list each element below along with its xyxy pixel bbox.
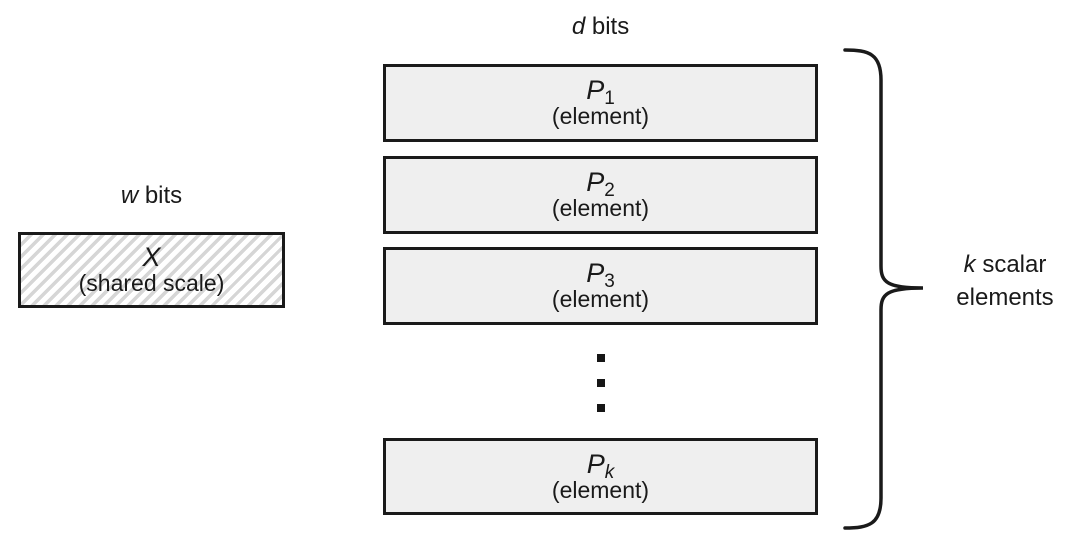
d-var: d xyxy=(571,13,586,40)
p3-sub: 3 xyxy=(604,271,615,292)
pk-sym: P xyxy=(586,448,605,479)
p1-sub: 1 xyxy=(604,88,615,109)
element-p1-symbol: P1 xyxy=(586,75,615,109)
element-p2-symbol: P2 xyxy=(586,167,615,201)
element-p2-caption: (element) xyxy=(551,195,650,221)
ellipsis-dot xyxy=(597,354,605,362)
element-box-pk: Pk (element) xyxy=(383,438,818,515)
p2-sym: P xyxy=(586,167,605,197)
element-p3-caption: (element) xyxy=(551,286,650,312)
ellipsis-dot xyxy=(597,379,605,387)
vertical-ellipsis-icon xyxy=(597,354,605,412)
element-pk-caption: (element) xyxy=(551,476,650,503)
element-box-p3: P3 (element) xyxy=(383,247,818,325)
shared-scale-box: X (shared scale) xyxy=(18,232,285,308)
element-pk-symbol: Pk xyxy=(586,448,615,482)
k-scalar-elements-label: k scalar elements xyxy=(930,248,1080,314)
w-var: w xyxy=(120,182,139,209)
shared-scale-caption: (shared scale) xyxy=(78,270,225,296)
w-bits-label: w bits xyxy=(18,182,285,210)
pk-sub: k xyxy=(604,461,615,483)
elements-line: elements xyxy=(956,284,1054,311)
p2-sub: 2 xyxy=(604,180,615,201)
element-p3-symbol: P3 xyxy=(586,258,615,292)
element-box-p1: P1 (element) xyxy=(383,64,818,142)
d-unit: bits xyxy=(585,13,630,40)
element-box-p2: P2 (element) xyxy=(383,156,818,234)
p3-sym: P xyxy=(586,258,605,288)
ellipsis-dot xyxy=(597,404,605,412)
p1-sym: P xyxy=(586,75,605,105)
shared-scale-symbol: X xyxy=(142,242,161,272)
curly-brace xyxy=(843,48,924,530)
k-rest: scalar xyxy=(975,251,1047,278)
d-bits-label: d bits xyxy=(383,13,818,41)
element-p1-caption: (element) xyxy=(551,103,650,129)
w-unit: bits xyxy=(138,182,183,209)
k-scalar-line: k scalar xyxy=(930,248,1080,281)
k-var: k xyxy=(963,251,976,278)
